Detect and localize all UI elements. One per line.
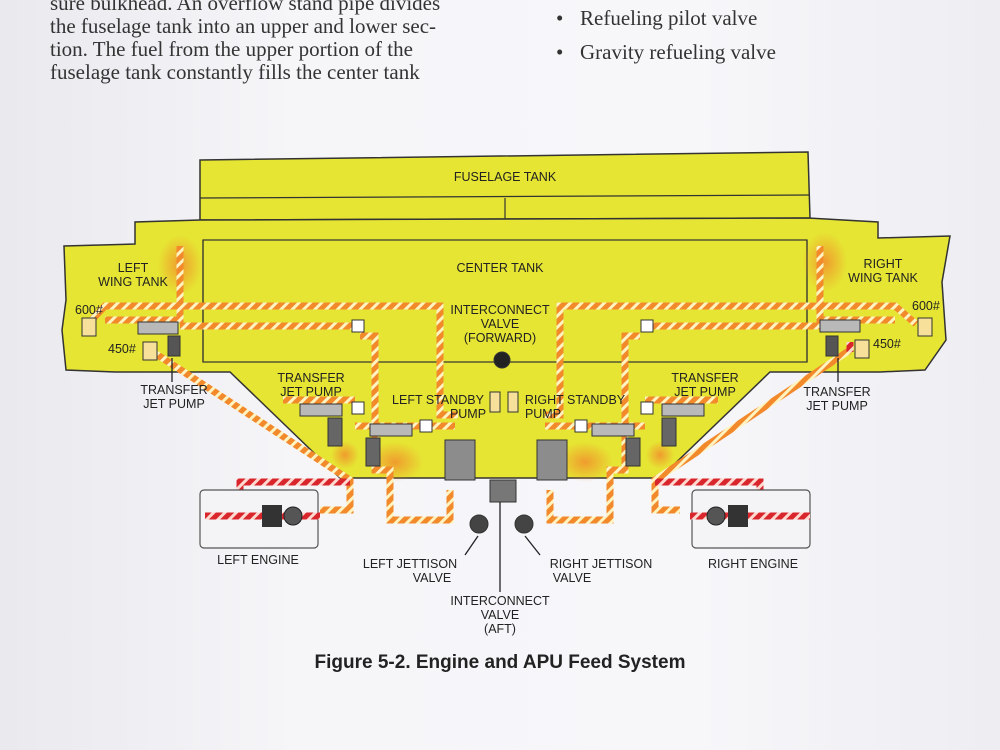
transfer-jet-pump-label: JET PUMP — [280, 385, 342, 399]
body-paragraph: sure bulkhead. An overflow stand pipe di… — [50, 0, 490, 84]
right-jettison-label: VALVE — [553, 571, 591, 585]
bullet-item: •Gravity refueling valve — [556, 40, 776, 64]
fuel-lines — [85, 246, 919, 524]
left-engine-box — [199, 489, 320, 549]
level-sensors — [81, 317, 933, 413]
bullet-icon: • — [556, 40, 564, 64]
left-450-label: 450# — [108, 342, 136, 356]
left-standby-pump-label: PUMP — [450, 407, 486, 421]
components — [137, 319, 861, 534]
body-line: fuselage tank constantly fills the cente… — [50, 60, 420, 84]
transfer-jet-pump-label: JET PUMP — [674, 385, 736, 399]
right-wing-tank-label: RIGHT — [864, 257, 903, 271]
body-line: tion. The fuel from the upper portion of… — [50, 37, 413, 61]
figure-caption: Figure 5-2. Engine and APU Feed System — [314, 652, 686, 673]
right-engine-box — [690, 489, 811, 549]
right-standby-pump-label: PUMP — [525, 407, 561, 421]
left-600-label: 600# — [75, 303, 103, 317]
interconnect-forward-label: (FORWARD) — [464, 331, 536, 345]
left-engine-label: LEFT ENGINE — [217, 553, 299, 567]
fuselage-tank-label: FUSELAGE TANK — [454, 170, 557, 184]
interconnect-aft-label: VALVE — [481, 608, 519, 622]
left-standby-pump-label: LEFT STANDBY — [392, 393, 485, 407]
left-wing-tank-label: WING TANK — [98, 275, 168, 289]
left-wing-tank-label: LEFT — [118, 261, 149, 275]
fuselage-tank — [199, 151, 811, 240]
right-wing-tank-label: WING TANK — [848, 271, 918, 285]
interconnect-forward-label: INTERCONNECT — [450, 303, 550, 317]
left-jettison-label: LEFT JETTISON — [363, 557, 457, 571]
transfer-jet-pump-label: TRANSFER — [671, 371, 738, 385]
transfer-jet-pump-label: TRANSFER — [140, 383, 207, 397]
interconnect-aft-label: INTERCONNECT — [450, 594, 550, 608]
body-line: sure bulkhead. An overflow stand pipe di… — [50, 0, 441, 15]
left-jettison-label: VALVE — [413, 571, 451, 585]
leader-lines — [171, 358, 839, 592]
transfer-jet-pump-label: TRANSFER — [803, 385, 870, 399]
transfer-jet-pump-label: TRANSFER — [277, 371, 344, 385]
right-engine-label: RIGHT ENGINE — [708, 557, 798, 571]
right-standby-pump-label: RIGHT STANDBY — [525, 393, 626, 407]
transfer-jet-pump-label: JET PUMP — [806, 399, 868, 413]
interconnect-aft-label: (AFT) — [484, 622, 516, 636]
body-line: the fuselage tank into an upper and lowe… — [50, 14, 437, 38]
center-tank-label: CENTER TANK — [456, 261, 544, 275]
bullet-list: •Refueling pilot valve •Gravity refuelin… — [556, 6, 776, 74]
interconnect-forward-label: VALVE — [481, 317, 519, 331]
transfer-jet-pump-label: JET PUMP — [143, 397, 205, 411]
right-jettison-label: RIGHT JETTISON — [550, 557, 653, 571]
right-600-label: 600# — [912, 299, 940, 313]
right-450-label: 450# — [873, 337, 901, 351]
bullet-item: •Refueling pilot valve — [556, 6, 758, 30]
bullet-icon: • — [556, 6, 564, 30]
